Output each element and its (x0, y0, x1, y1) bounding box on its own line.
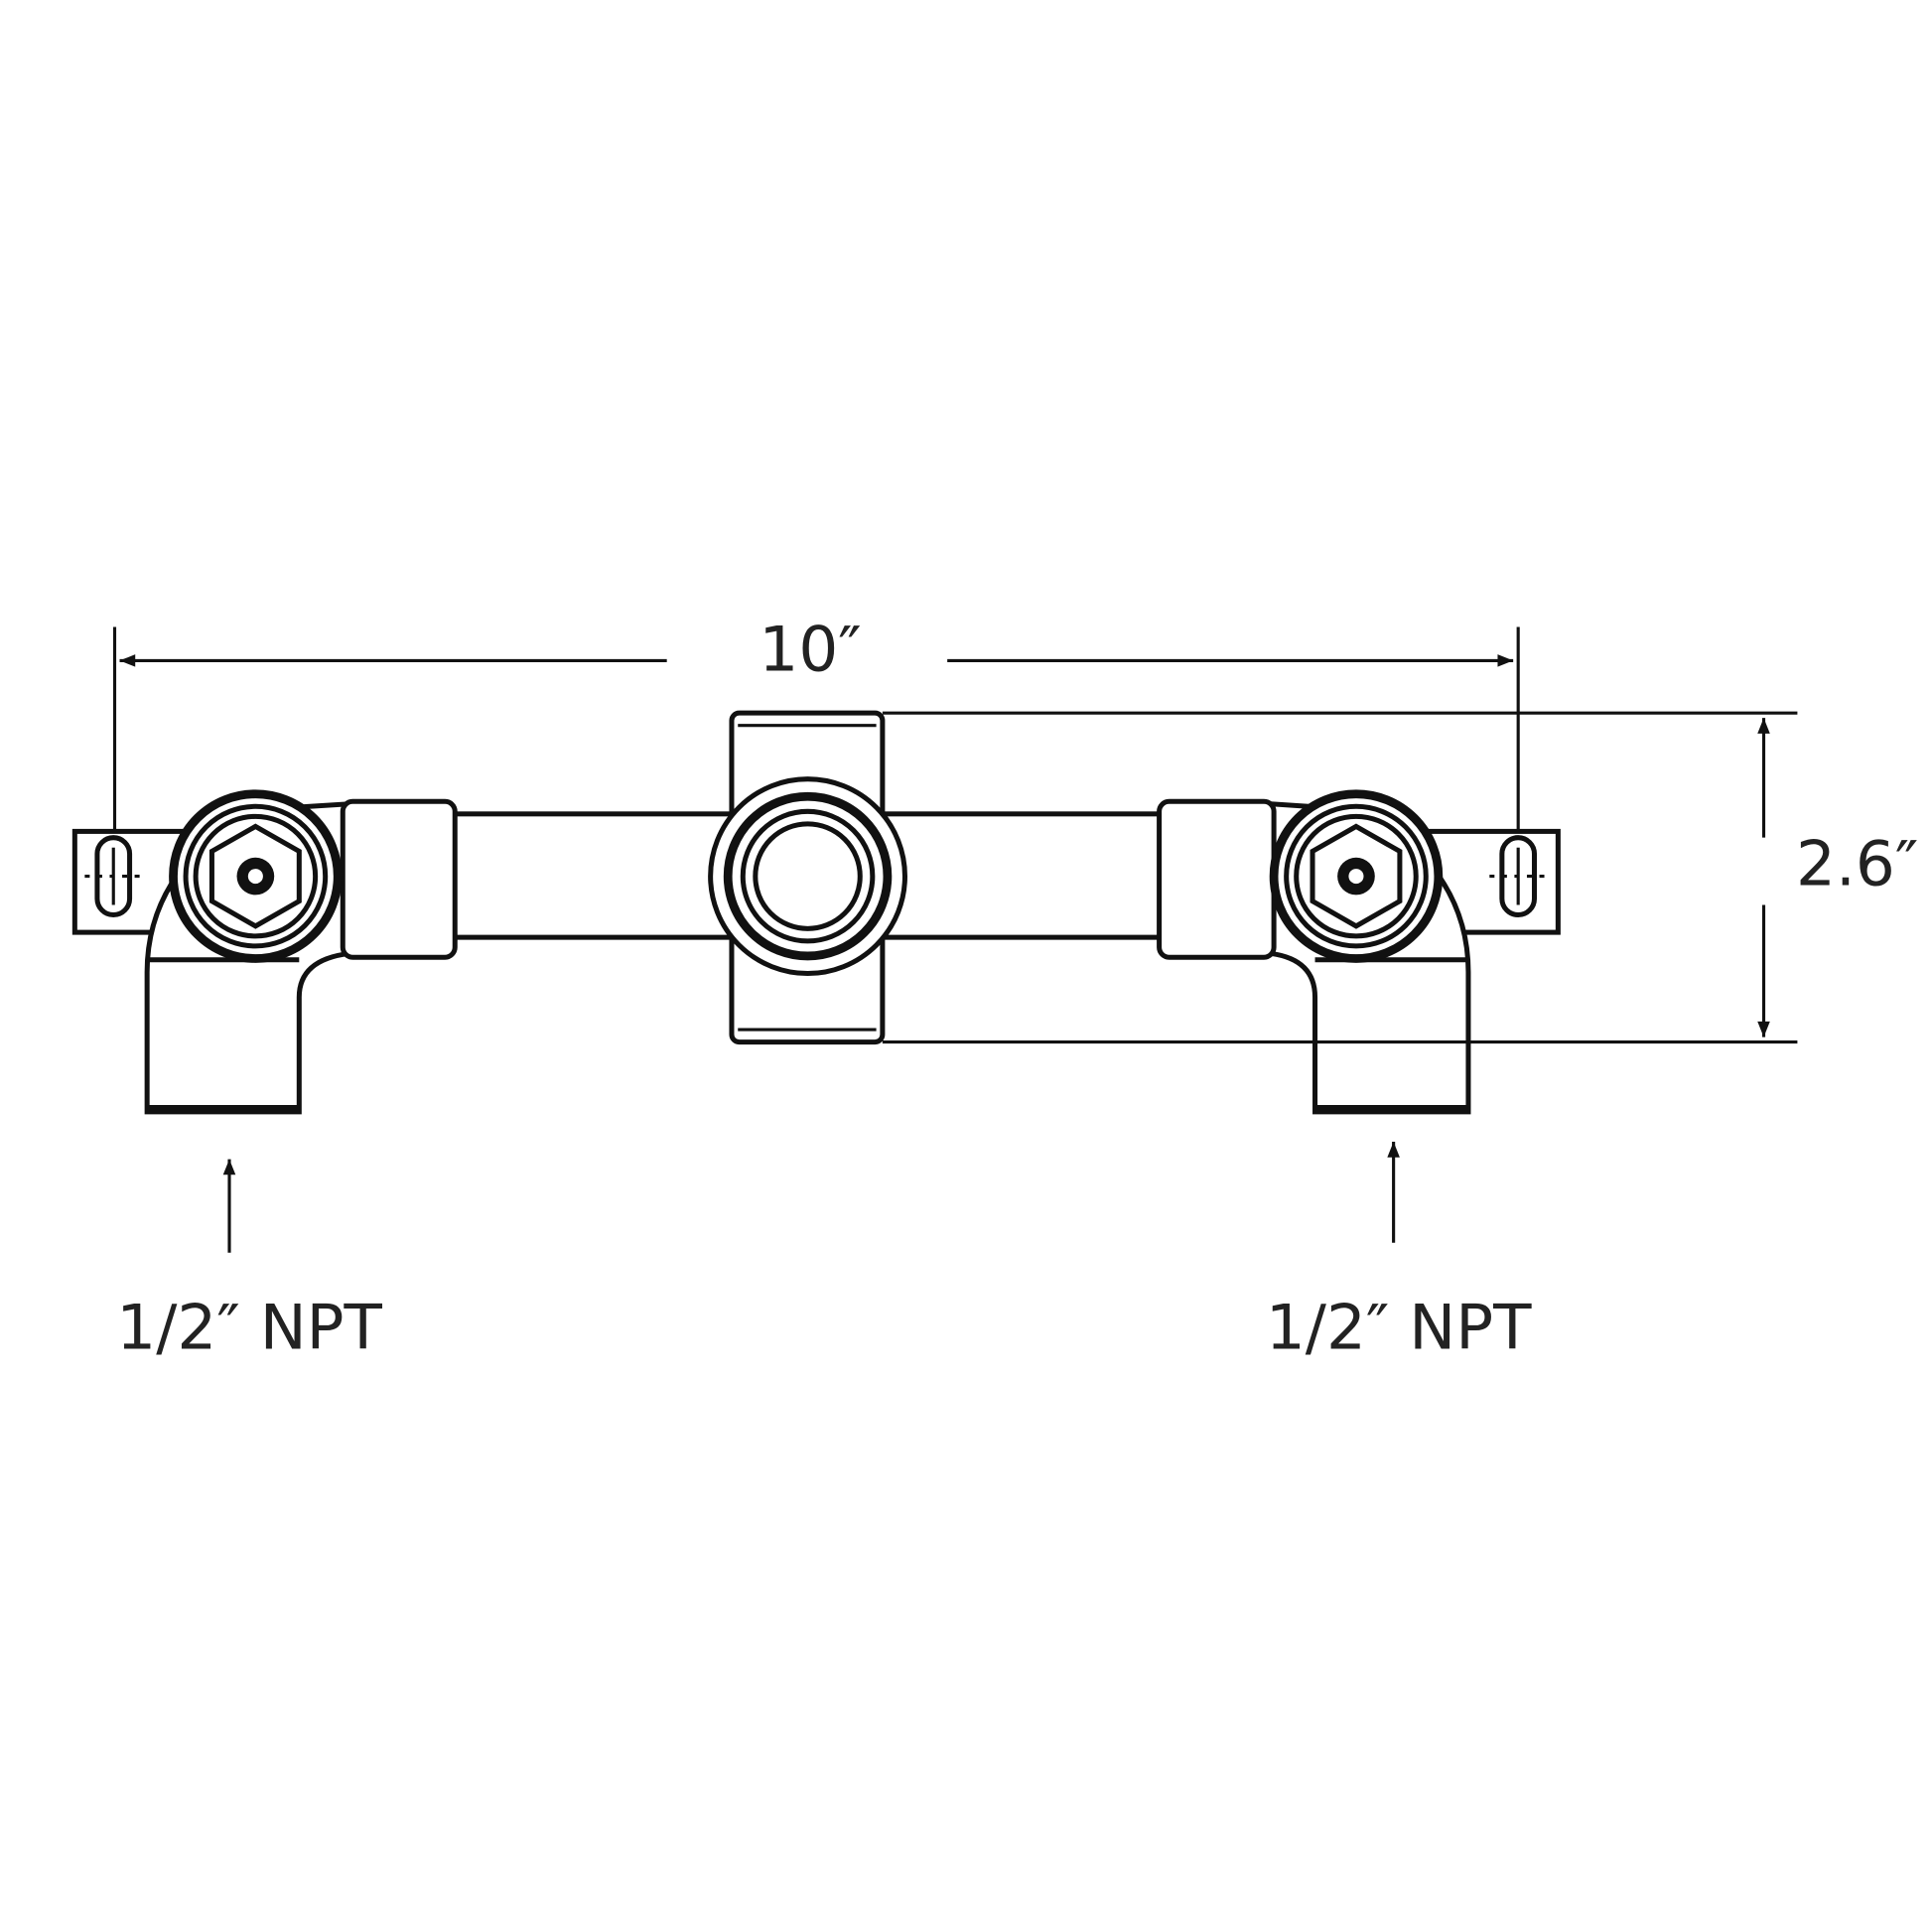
right-pipe (875, 811, 1170, 940)
right-coupling (1157, 798, 1277, 960)
width-dimension-label: 10″ (759, 613, 861, 685)
right-valve-port (1269, 789, 1444, 963)
left-mounting-slot (84, 835, 148, 918)
left-pipe (446, 811, 741, 940)
height-dimension: 2.6″ (882, 711, 1918, 1044)
left-valve-port (169, 789, 343, 963)
left-coupling (340, 798, 458, 960)
right-mounting-slot (1489, 835, 1553, 918)
left-inlet-label: 1/2″ NPT (116, 1291, 382, 1363)
center-outlet-block (708, 710, 907, 1045)
right-inlet-label: 1/2″ NPT (1266, 1291, 1532, 1363)
height-dimension-label: 2.6″ (1796, 827, 1918, 899)
width-dimension: 10″ (112, 613, 1520, 880)
